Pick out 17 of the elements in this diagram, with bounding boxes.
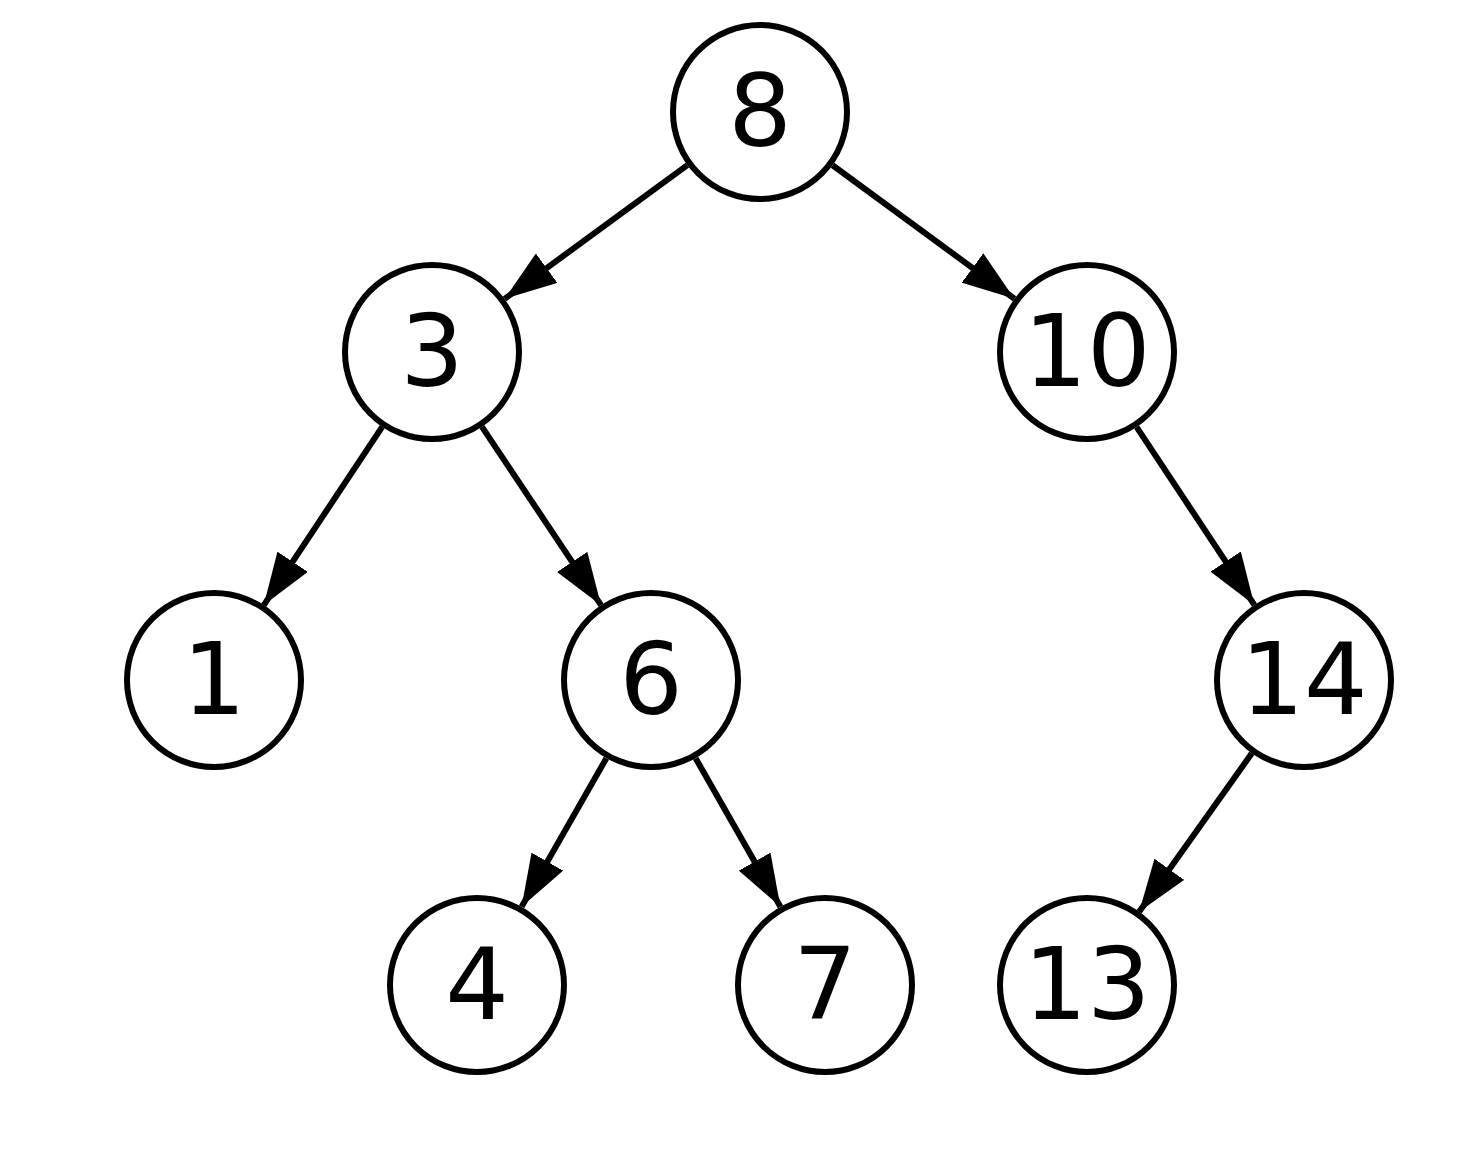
node-number: 4 — [445, 935, 509, 1035]
node-number: 1 — [182, 630, 246, 730]
arrow — [519, 756, 609, 909]
arrow — [830, 162, 1017, 302]
node-number: 3 — [400, 302, 464, 402]
arrow — [502, 162, 690, 302]
arrow — [261, 425, 385, 607]
arrow — [1136, 751, 1255, 914]
arrow — [1134, 425, 1257, 607]
arrow — [479, 425, 604, 607]
arrow — [693, 756, 783, 909]
node-number: 14 — [1240, 630, 1368, 730]
node-number: 8 — [728, 62, 792, 162]
node-number: 7 — [793, 935, 857, 1035]
node-number: 6 — [619, 630, 683, 730]
node-number: 10 — [1023, 302, 1151, 402]
node-number: 13 — [1023, 935, 1151, 1035]
